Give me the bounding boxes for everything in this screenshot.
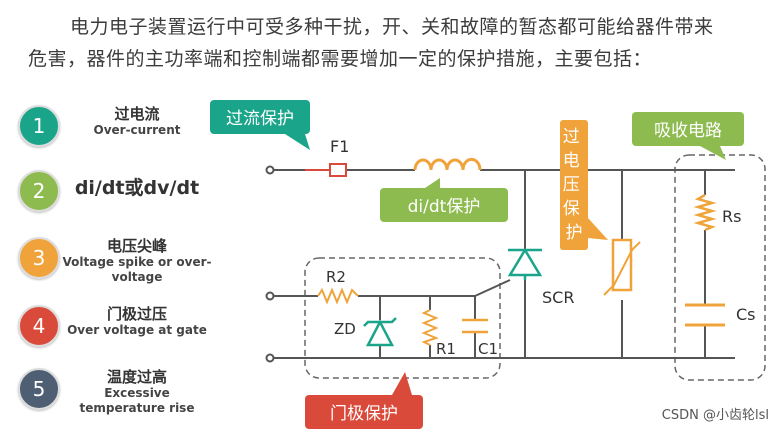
- number-badge: 4: [18, 305, 60, 347]
- capacitor-cs: [685, 303, 725, 327]
- label-c1: C1: [478, 340, 498, 358]
- number-badge: 3: [18, 237, 60, 279]
- overvoltage-char-3: 压: [563, 175, 580, 195]
- callout-overvoltage: 过 电 压 保 护: [560, 120, 608, 250]
- svg-text:过 电 压 保: 过 电 压 保 护: [563, 127, 585, 243]
- zener-diode-zd: [363, 317, 397, 347]
- resistor-r1: [421, 309, 439, 346]
- callout-didt: di/dt保护: [380, 178, 508, 222]
- item-cn-label: 过电流: [114, 105, 160, 123]
- callout-snubber: 吸收电路: [632, 112, 744, 160]
- label-r1: R1: [436, 340, 456, 358]
- varistor: [603, 238, 641, 296]
- item-en-label: Excessive temperature rise: [79, 386, 195, 415]
- item-cn-label: 温度过高: [106, 368, 167, 386]
- terminal-bottom: [265, 353, 275, 363]
- overvoltage-char-5: 护: [566, 223, 583, 243]
- intro-line-1: 电力电子装置运行中可受多种干扰，开、关和故障的暂态都可能给器件带来: [70, 16, 714, 38]
- snubber-region: [674, 154, 766, 381]
- list-item-temperature: 5 温度过高 Excessive temperature rise: [18, 368, 208, 428]
- overvoltage-char-1: 过: [563, 127, 580, 147]
- label-f1: F1: [330, 137, 349, 156]
- svg-text:di/dt保护: di/dt保护: [408, 197, 481, 217]
- intro-line-2: 危害，器件的主功率端和控制端都需要增加一定的保护措施，主要包括：: [28, 48, 653, 70]
- label-r2: R2: [326, 268, 346, 286]
- list-item-voltage-spike: 3 电压尖峰 Voltage spike or over-voltage: [18, 237, 212, 297]
- list-item-gate-overvoltage: 4 门极过压 Over voltage at gate: [18, 305, 208, 365]
- svg-text:吸收电路: 吸收电路: [654, 121, 722, 141]
- item-en-label: Over-current: [93, 123, 181, 137]
- overvoltage-char-4: 保: [563, 199, 580, 219]
- item-en-label: Voltage spike or over-voltage: [62, 255, 212, 284]
- terminal-top: [265, 165, 275, 175]
- fuse-f1: [305, 163, 347, 177]
- svg-text:门极保护: 门极保护: [330, 404, 398, 424]
- svg-text:过流保护: 过流保护: [226, 109, 294, 129]
- number-badge: 1: [18, 105, 60, 147]
- capacitor-c1: [462, 318, 488, 334]
- label-cs: Cs: [736, 305, 756, 324]
- item-cn-label: 门极过压: [106, 305, 167, 323]
- list-item-didt: 2 di/dt或dv/dt: [18, 170, 208, 230]
- resistor-rs: [693, 193, 717, 232]
- gate-protection-region: [304, 257, 501, 379]
- overvoltage-char-2: 电: [563, 151, 580, 171]
- item-cn-label: 电压尖峰: [106, 237, 167, 255]
- scr-thyristor: [507, 247, 543, 280]
- terminal-gate: [265, 291, 275, 301]
- label-zd: ZD: [334, 320, 356, 338]
- callout-gate: 门极保护: [305, 372, 423, 429]
- number-badge: 5: [18, 368, 60, 410]
- number-badge: 2: [18, 170, 60, 212]
- item-en-label: Over voltage at gate: [67, 323, 207, 337]
- callout-overcurrent: 过流保护: [210, 100, 310, 150]
- label-rs: Rs: [722, 207, 741, 226]
- resistor-r2: [317, 287, 359, 305]
- list-item-overcurrent: 1 过电流 Over-current: [18, 105, 208, 165]
- watermark: CSDN @小齿轮lsl: [661, 408, 769, 423]
- label-scr: SCR: [542, 288, 574, 307]
- inductor: [413, 157, 482, 171]
- item-en-label: di/dt或dv/dt: [74, 177, 200, 199]
